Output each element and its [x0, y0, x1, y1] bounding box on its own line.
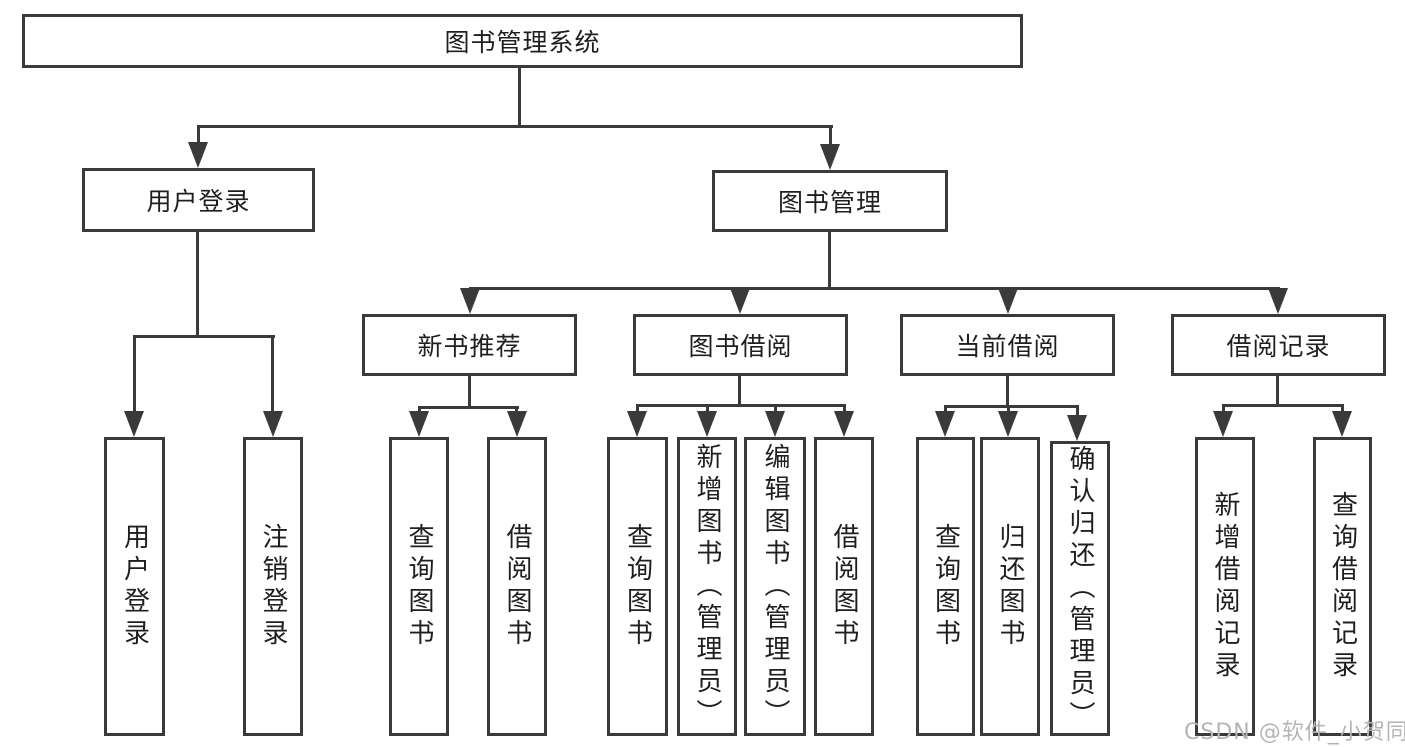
leaf-borrow-borrow-book-label: 借阅图书 [829, 522, 859, 651]
arrow-down-icon [935, 411, 955, 437]
connector-line [944, 405, 1079, 408]
connector-line [133, 335, 275, 338]
connector-line [1222, 404, 1344, 407]
node-borrow-records: 借阅记录 [1171, 314, 1386, 376]
connector-line [1222, 404, 1225, 413]
leaf-newbook-query: 查询图书 [389, 437, 449, 736]
leaf-records-add-label: 新增借阅记录 [1210, 490, 1240, 683]
connector-line [829, 125, 832, 146]
connector-line [1006, 376, 1009, 408]
leaf-borrow-borrow-book: 借阅图书 [814, 437, 874, 736]
connector-line [1007, 405, 1010, 413]
connector-line [944, 405, 947, 413]
arrow-down-icon [765, 411, 785, 437]
node-current-borrow-label: 当前借阅 [955, 332, 1060, 361]
leaf-logout-label: 注销登录 [258, 522, 288, 651]
leaf-current-confirm-return-label: 确认归还（管理员） [1065, 444, 1095, 733]
arrow-down-icon [263, 411, 283, 437]
connector-line [418, 406, 421, 414]
node-book-borrow: 图书借阅 [633, 314, 848, 376]
connector-line [133, 335, 136, 413]
arrow-down-icon [834, 411, 854, 437]
leaf-current-query-label: 查询图书 [930, 522, 961, 651]
arrow-down-icon [188, 142, 208, 168]
node-root-label: 图书管理系统 [444, 28, 601, 57]
node-borrow-records-label: 借阅记录 [1226, 332, 1331, 361]
connector-line [706, 404, 709, 413]
leaf-current-query: 查询图书 [916, 437, 975, 736]
connector-line [196, 232, 199, 338]
leaf-records-add: 新增借阅记录 [1195, 437, 1255, 736]
leaf-records-query: 查询借阅记录 [1313, 437, 1372, 736]
node-book-borrow-label: 图书借阅 [688, 332, 793, 361]
arrow-down-icon [1332, 411, 1352, 437]
leaf-current-return: 归还图书 [980, 437, 1040, 736]
leaf-borrow-query: 查询图书 [607, 437, 668, 736]
leaf-borrow-edit-book: 编辑图书（管理员） [744, 437, 806, 736]
node-book-management: 图书管理 [712, 170, 948, 232]
connector-line [774, 404, 777, 413]
leaf-newbook-query-label: 查询图书 [404, 522, 434, 651]
connector-line [197, 125, 833, 128]
connector-line [843, 404, 846, 413]
leaf-borrow-add-book: 新增图书（管理员） [677, 437, 737, 736]
node-new-book-recommend: 新书推荐 [362, 314, 577, 376]
node-book-management-label: 图书管理 [777, 188, 882, 217]
leaf-newbook-borrow: 借阅图书 [487, 437, 547, 736]
connector-line [518, 68, 521, 128]
arrow-down-icon [507, 411, 527, 437]
leaf-newbook-borrow-label: 借阅图书 [502, 522, 532, 651]
leaf-records-query-label: 查询借阅记录 [1327, 490, 1358, 683]
node-new-book-recommend-label: 新书推荐 [417, 332, 522, 361]
connector-line [271, 335, 274, 413]
arrow-down-icon [998, 288, 1018, 314]
node-root: 图书管理系统 [22, 14, 1023, 68]
arrow-down-icon [627, 411, 647, 437]
connector-line [1341, 404, 1344, 413]
leaf-user-login: 用户登录 [104, 437, 165, 736]
connector-line [469, 287, 1280, 290]
node-user-login: 用户登录 [82, 168, 315, 232]
leaf-borrow-add-book-label: 新增图书（管理员） [692, 442, 722, 731]
arrow-down-icon [124, 411, 144, 437]
arrow-down-icon [460, 288, 480, 314]
arrow-down-icon [1067, 415, 1087, 441]
connector-line [738, 376, 741, 407]
leaf-logout: 注销登录 [243, 437, 303, 736]
leaf-borrow-edit-book-label: 编辑图书（管理员） [760, 442, 790, 731]
arrow-down-icon [820, 144, 840, 170]
connector-line [418, 406, 519, 409]
connector-line [515, 406, 518, 414]
connector-line [468, 376, 471, 409]
arrow-down-icon [1213, 411, 1233, 437]
leaf-user-login-label: 用户登录 [119, 522, 150, 651]
node-user-login-label: 用户登录 [146, 187, 251, 216]
connector-line [1276, 376, 1279, 407]
connector-line [636, 404, 639, 413]
connector-line [197, 125, 200, 144]
connector-line [636, 404, 846, 407]
leaf-current-return-label: 归还图书 [995, 522, 1025, 651]
arrow-down-icon [730, 288, 750, 314]
connector-line [828, 232, 831, 290]
watermark: CSDN @软件_小贺同学 [1184, 720, 1405, 745]
arrow-down-icon [409, 411, 429, 437]
connector-line [1076, 405, 1079, 417]
arrow-down-icon [998, 411, 1018, 437]
leaf-borrow-query-label: 查询图书 [622, 522, 653, 651]
node-current-borrow: 当前借阅 [900, 314, 1115, 376]
arrow-down-icon [1268, 288, 1288, 314]
leaf-current-confirm-return: 确认归还（管理员） [1050, 441, 1110, 736]
arrow-down-icon [697, 411, 717, 437]
